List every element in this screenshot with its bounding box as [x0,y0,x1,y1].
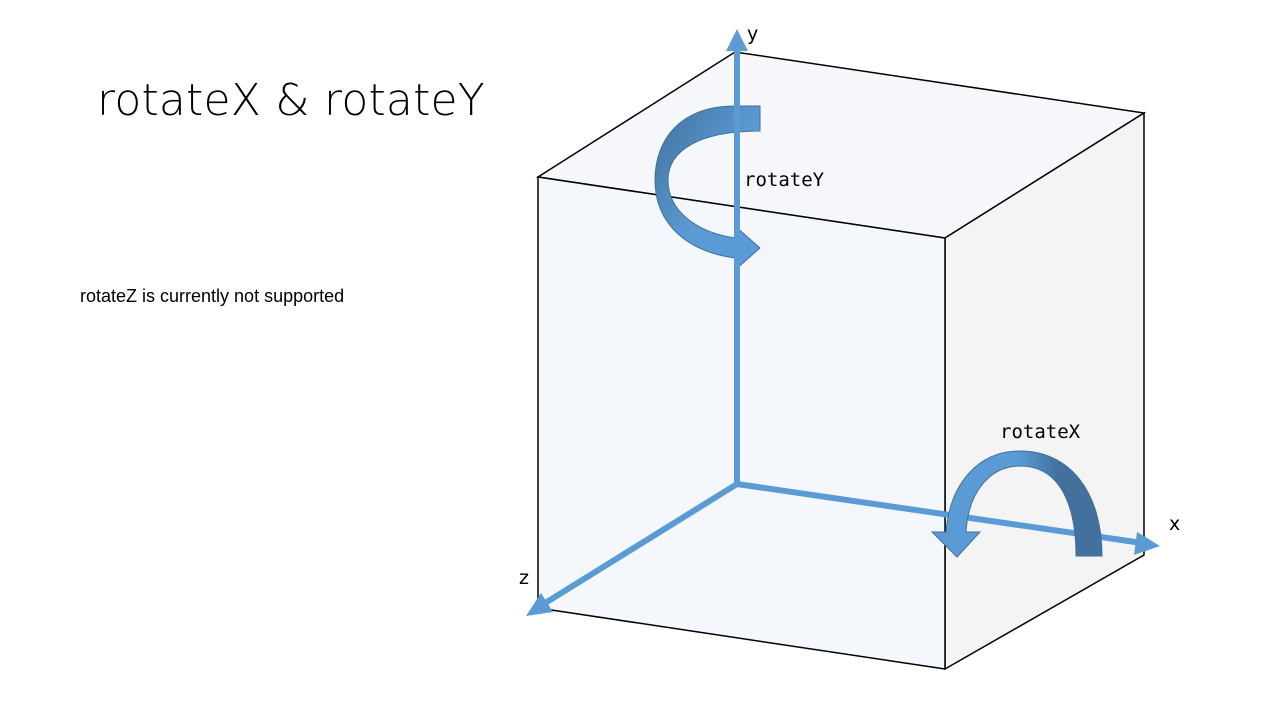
rotate-x-arrow [930,450,1103,558]
slide-title: rotateX & rotateY [97,75,485,126]
rotate-z-note: rotateZ is currently not supported [80,286,345,306]
z-axis-arrowhead [526,593,553,616]
x-axis-label: x [1169,513,1180,535]
y-axis-label: y [747,23,758,45]
rotate-y-label: rotateY [744,169,825,191]
rotate-x-label: rotateX [1000,421,1081,443]
axes [526,29,1160,616]
x-axis-arrowhead [1134,532,1160,555]
z-axis-label: z [519,567,529,589]
z-axis [540,481,739,608]
y-axis-arrowhead [726,29,748,51]
cube [535,51,1147,671]
rotate-y-arrow [654,105,761,272]
